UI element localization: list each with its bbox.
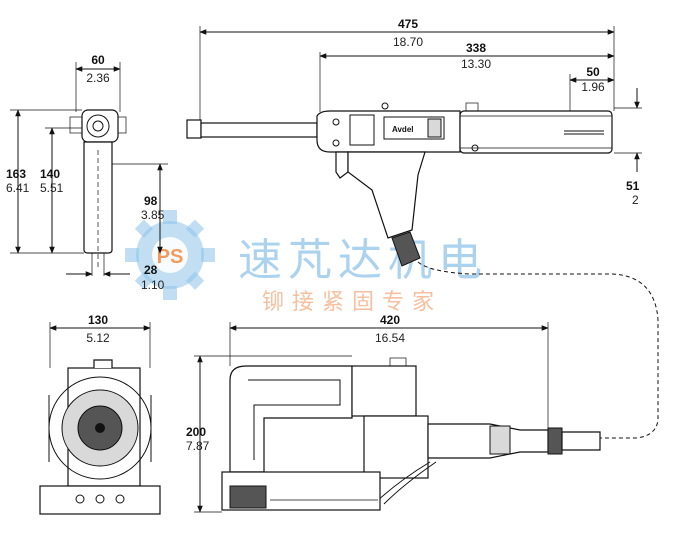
head-left-clamp bbox=[69, 116, 83, 134]
head-right-clamp bbox=[117, 116, 127, 134]
dim-rear-height-inch: 2 bbox=[632, 193, 639, 207]
watermark-gear-logo: PS bbox=[125, 210, 215, 300]
dim-base-front-width-mm: 130 bbox=[88, 313, 108, 327]
dim-side-width-mm: 60 bbox=[91, 53, 105, 67]
dim-handle-width-mm: 28 bbox=[144, 263, 158, 277]
gun-screw bbox=[471, 144, 479, 152]
dim-side-height-lower-mm: 98 bbox=[144, 194, 158, 208]
gun-badge bbox=[427, 118, 442, 138]
dim-barrel-length-mm: 338 bbox=[466, 41, 486, 55]
gun-screw bbox=[332, 139, 340, 147]
dim-rear-length-mm: 50 bbox=[586, 65, 600, 79]
gun-hose-spring bbox=[391, 231, 421, 267]
gun-brand-label: Avdel bbox=[392, 125, 414, 134]
base-side-cylinder bbox=[427, 423, 549, 459]
dim-overall-length-mm: 475 bbox=[398, 17, 418, 31]
dim-side-height-total-inch: 6.41 bbox=[6, 181, 30, 195]
dim-base-length-mm: 420 bbox=[380, 313, 400, 327]
base-side-inner-frame bbox=[248, 379, 341, 460]
watermark-logo-letters: PS bbox=[157, 246, 184, 268]
base-side-view: 420 16.54 200 7.87 bbox=[186, 313, 601, 513]
base-front-center bbox=[95, 423, 105, 433]
gun-body-rear bbox=[459, 110, 613, 154]
dim-side-height-total-mm: 163 bbox=[6, 167, 26, 181]
base-front-view: 130 5.12 bbox=[39, 313, 161, 515]
gun-nose-tube bbox=[200, 122, 318, 138]
gun-nose-tip bbox=[186, 119, 202, 139]
air-hose-dashed bbox=[417, 261, 659, 439]
dim-overall-length-inch: 18.70 bbox=[393, 35, 423, 49]
side-view: 60 2.36 163 6.41 140 5.51 98 3.85 28 1.1… bbox=[6, 53, 168, 292]
dim-handle-width-inch: 1.10 bbox=[141, 278, 165, 292]
nozzle-hole bbox=[92, 120, 104, 132]
gun-top-fitting bbox=[465, 102, 479, 112]
dim-side-width-inch: 2.36 bbox=[86, 71, 110, 85]
rivet-gun-view: Avdel 475 18.70 338 13.30 50 1.96 51 2 bbox=[186, 17, 642, 267]
dim-rear-length-inch: 1.96 bbox=[581, 80, 605, 94]
gun-body-front bbox=[316, 110, 461, 153]
base-side-top-knob bbox=[389, 357, 407, 367]
dim-side-height-grip-mm: 140 bbox=[40, 167, 60, 181]
nozzle-ring bbox=[86, 114, 110, 138]
dim-side-height-grip-inch: 5.51 bbox=[40, 181, 64, 195]
dim-base-height-inch: 7.87 bbox=[186, 439, 210, 453]
base-front-foot bbox=[39, 485, 161, 515]
base-side-coupler bbox=[489, 425, 511, 455]
base-side-fitting bbox=[547, 427, 563, 455]
dim-base-height-mm: 200 bbox=[186, 425, 206, 439]
gun-grip bbox=[347, 151, 426, 239]
gun-screw bbox=[381, 102, 389, 110]
base-side-cable bbox=[383, 461, 437, 505]
dim-side-height-lower-inch: 3.85 bbox=[141, 208, 165, 222]
watermark-subtitle: 铆接紧固专家 bbox=[262, 290, 442, 315]
watermark: PS 速芃达机电 铆接紧固专家 bbox=[125, 210, 488, 315]
gun-label-plate bbox=[383, 116, 445, 140]
dim-barrel-length-inch: 13.30 bbox=[461, 57, 491, 71]
watermark-title: 速芃达机电 bbox=[238, 235, 488, 286]
base-side-electric-box bbox=[229, 485, 267, 509]
base-front-top-cap bbox=[93, 359, 113, 368]
base-side-frame bbox=[229, 365, 353, 473]
side-view-handle bbox=[83, 141, 113, 254]
base-side-hose-connector bbox=[561, 431, 601, 451]
dim-rear-height-mm: 51 bbox=[626, 179, 640, 193]
gun-trigger bbox=[335, 151, 349, 179]
gun-screw bbox=[332, 118, 340, 126]
base-side-head bbox=[351, 365, 417, 417]
gun-side-plate bbox=[349, 114, 375, 146]
dim-base-length-inch: 16.54 bbox=[375, 331, 405, 345]
base-side-motor-block bbox=[363, 415, 429, 479]
dim-base-front-width-inch: 5.12 bbox=[86, 331, 110, 345]
